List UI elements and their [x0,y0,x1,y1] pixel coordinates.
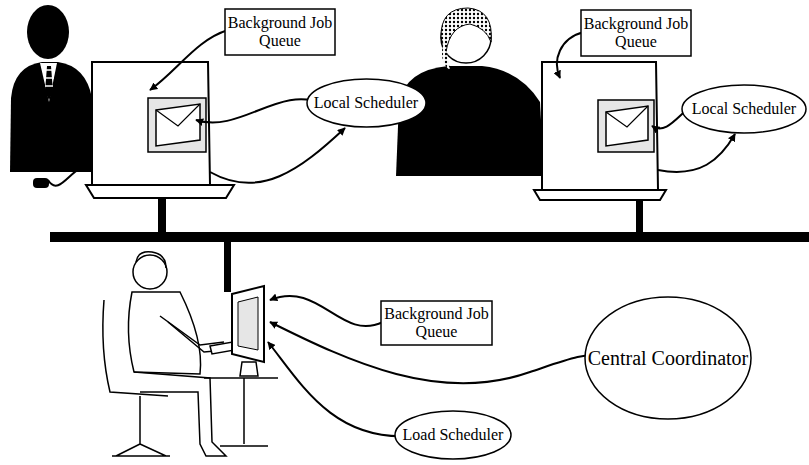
network-tap [158,196,166,234]
scheduler-ellipse: Local Scheduler [681,84,807,134]
node-label: Local Scheduler [692,100,796,118]
job-queue-box: Background Job Queue [380,300,493,346]
node-label: Background Job Queue [380,305,493,340]
scheduler-ellipse: Load Scheduler [394,410,512,460]
workstation [534,62,666,200]
scheduler-ellipse: Local Scheduler [306,78,427,128]
node-label: Local Scheduler [314,94,418,112]
coordinator-circle: Central Coordinator [584,296,752,420]
job-queue-box: Background Job Queue [580,9,692,57]
workstation [232,286,264,376]
man-figure [10,5,96,188]
node-label: Background Job Queue [224,14,336,49]
network-tap [224,240,231,292]
node-label: Background Job Queue [580,15,692,50]
node-label: Central Coordinator [588,347,749,369]
node-label: Load Scheduler [403,426,504,444]
job-queue-box: Background Job Queue [224,8,336,56]
seated-woman-figure [103,252,278,456]
